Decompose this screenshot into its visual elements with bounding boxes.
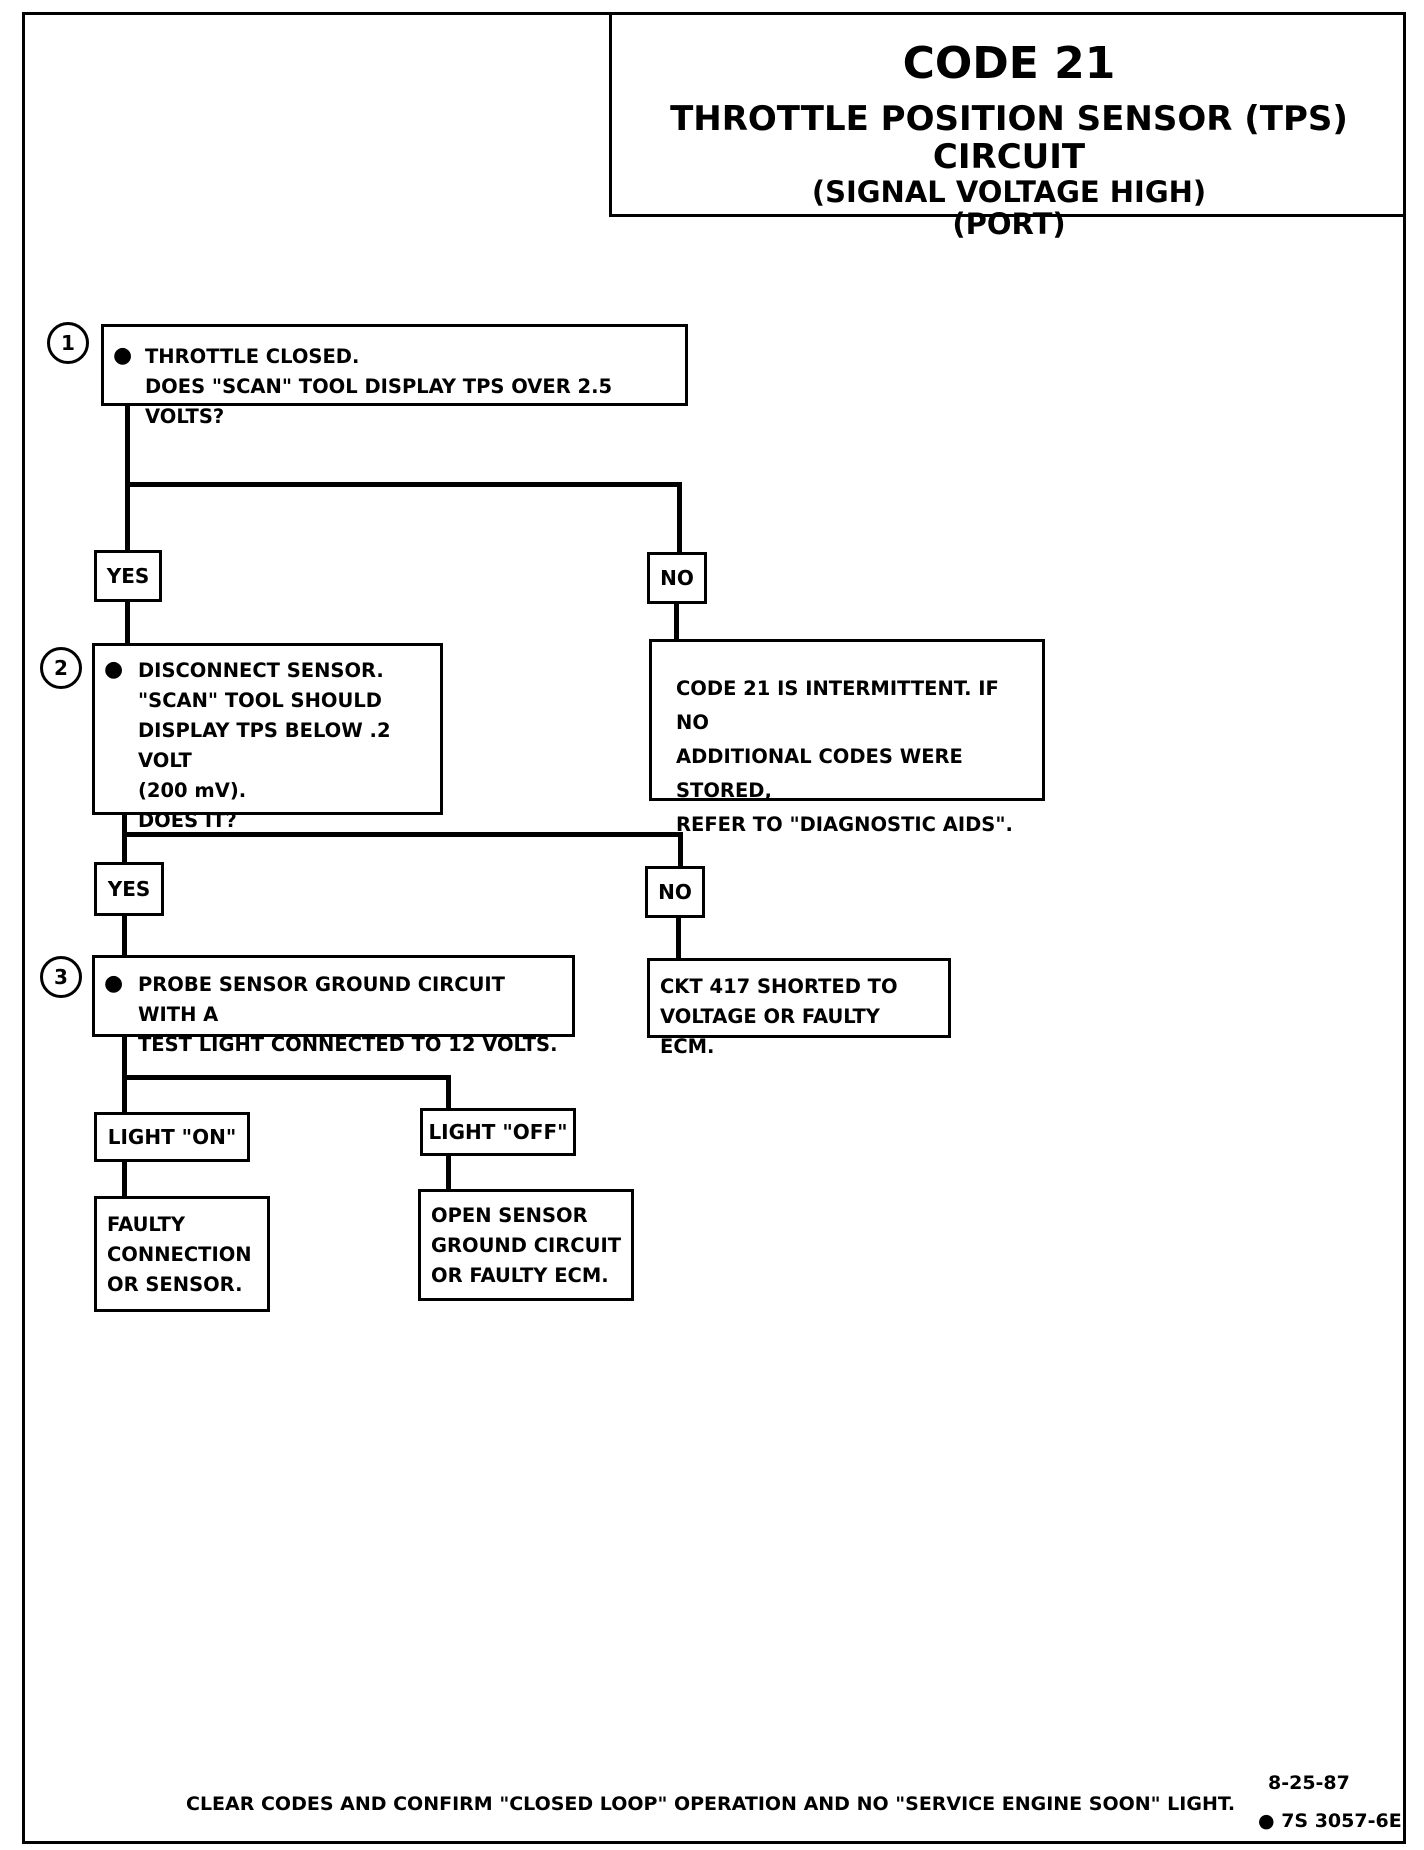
title-line-2: (SIGNAL VOLTAGE HIGH) bbox=[811, 175, 1207, 209]
step-number: 3 bbox=[54, 965, 68, 989]
connector bbox=[674, 602, 679, 642]
outcome-ckt417: CKT 417 SHORTED TO VOLTAGE OR FAULTY ECM… bbox=[647, 958, 951, 1058]
outcome-text-line: FAULTY bbox=[107, 1213, 186, 1236]
outcome-faulty-connection: FAULTY CONNECTION OR SENSOR. bbox=[94, 1196, 270, 1312]
light-on-label: LIGHT "ON" bbox=[94, 1112, 250, 1162]
step-2-box: ● DISCONNECT SENSOR. "SCAN" TOOL SHOULD … bbox=[92, 643, 443, 832]
yes-label: YES bbox=[94, 550, 162, 602]
title-block: CODE 21 THROTTLE POSITION SENSOR (TPS) C… bbox=[609, 14, 1406, 240]
footer-date: 8-25-87 bbox=[1268, 1772, 1350, 1794]
outcome-text-line: CONNECTION bbox=[107, 1243, 252, 1266]
outcome-text-line: ADDITIONAL CODES WERE STORED, bbox=[676, 745, 963, 802]
page-frame bbox=[22, 12, 1406, 1844]
title-line-1: THROTTLE POSITION SENSOR (TPS) CIRCUIT bbox=[670, 99, 1348, 177]
step-text-line: PROBE SENSOR GROUND CIRCUIT WITH A bbox=[138, 973, 505, 1026]
outcome-intermittent: CODE 21 IS INTERMITTENT. IF NO ADDITIONA… bbox=[649, 639, 1045, 836]
step-3-marker: 3 bbox=[40, 956, 82, 998]
step-text-line: DISCONNECT SENSOR. bbox=[138, 659, 384, 682]
connector bbox=[122, 914, 127, 958]
step-text-line: TEST LIGHT CONNECTED TO 12 VOLTS. bbox=[138, 1033, 558, 1056]
step-text-line: DISPLAY TPS BELOW .2 VOLT bbox=[138, 719, 391, 772]
connector bbox=[676, 918, 681, 960]
outcome-text-line: CODE 21 IS INTERMITTENT. IF NO bbox=[676, 677, 999, 734]
code-title: CODE 21 bbox=[902, 38, 1116, 89]
outcome-text-line: VOLTAGE OR FAULTY ECM. bbox=[660, 1005, 880, 1058]
outcome-text-line: OR SENSOR. bbox=[107, 1273, 243, 1296]
connector bbox=[446, 1075, 451, 1109]
outcome-text-line: REFER TO "DIAGNOSTIC AIDS". bbox=[676, 813, 1013, 836]
outcome-text-line: OPEN SENSOR bbox=[431, 1204, 588, 1227]
outcome-text-line: CKT 417 SHORTED TO bbox=[660, 975, 898, 998]
connector bbox=[678, 832, 683, 868]
step-2-marker: 2 bbox=[40, 647, 82, 689]
title-line-3: (PORT) bbox=[952, 207, 1066, 241]
footer-reference: ● 7S 3057-6E bbox=[1258, 1810, 1402, 1832]
step-text-line: DOES IT? bbox=[138, 809, 237, 832]
outcome-text-line: OR FAULTY ECM. bbox=[431, 1264, 609, 1287]
step-text-line: (200 mV). bbox=[138, 779, 247, 802]
no-label: NO bbox=[647, 552, 707, 604]
connector bbox=[122, 812, 127, 862]
bullet-icon: ● bbox=[104, 657, 124, 682]
connector bbox=[125, 403, 130, 553]
bullet-icon: ● bbox=[113, 343, 133, 368]
footer-instruction: CLEAR CODES AND CONFIRM "CLOSED LOOP" OP… bbox=[186, 1793, 1236, 1815]
connector bbox=[677, 482, 682, 554]
connector bbox=[446, 1152, 451, 1192]
connector bbox=[125, 600, 130, 645]
bullet-icon: ● bbox=[104, 971, 124, 996]
step-number: 2 bbox=[54, 656, 68, 680]
no-label: NO bbox=[645, 866, 705, 918]
connector bbox=[125, 482, 682, 487]
step-text-line: DOES "SCAN" TOOL DISPLAY TPS OVER 2.5 VO… bbox=[145, 375, 613, 428]
outcome-open-sensor: OPEN SENSOR GROUND CIRCUIT OR FAULTY ECM… bbox=[418, 1189, 634, 1301]
connector bbox=[122, 1160, 127, 1198]
outcome-text-line: GROUND CIRCUIT bbox=[431, 1234, 622, 1257]
step-3-box: ● PROBE SENSOR GROUND CIRCUIT WITH A TES… bbox=[92, 955, 575, 1056]
step-text-line: THROTTLE CLOSED. bbox=[145, 345, 360, 368]
step-text-line: "SCAN" TOOL SHOULD bbox=[138, 689, 382, 712]
yes-label: YES bbox=[94, 862, 164, 916]
step-1-box: ● THROTTLE CLOSED. DOES "SCAN" TOOL DISP… bbox=[101, 324, 688, 428]
connector bbox=[122, 832, 683, 837]
step-1-marker: 1 bbox=[47, 322, 89, 364]
light-off-label: LIGHT "OFF" bbox=[420, 1108, 576, 1156]
step-number: 1 bbox=[61, 331, 75, 355]
connector bbox=[122, 1075, 451, 1080]
